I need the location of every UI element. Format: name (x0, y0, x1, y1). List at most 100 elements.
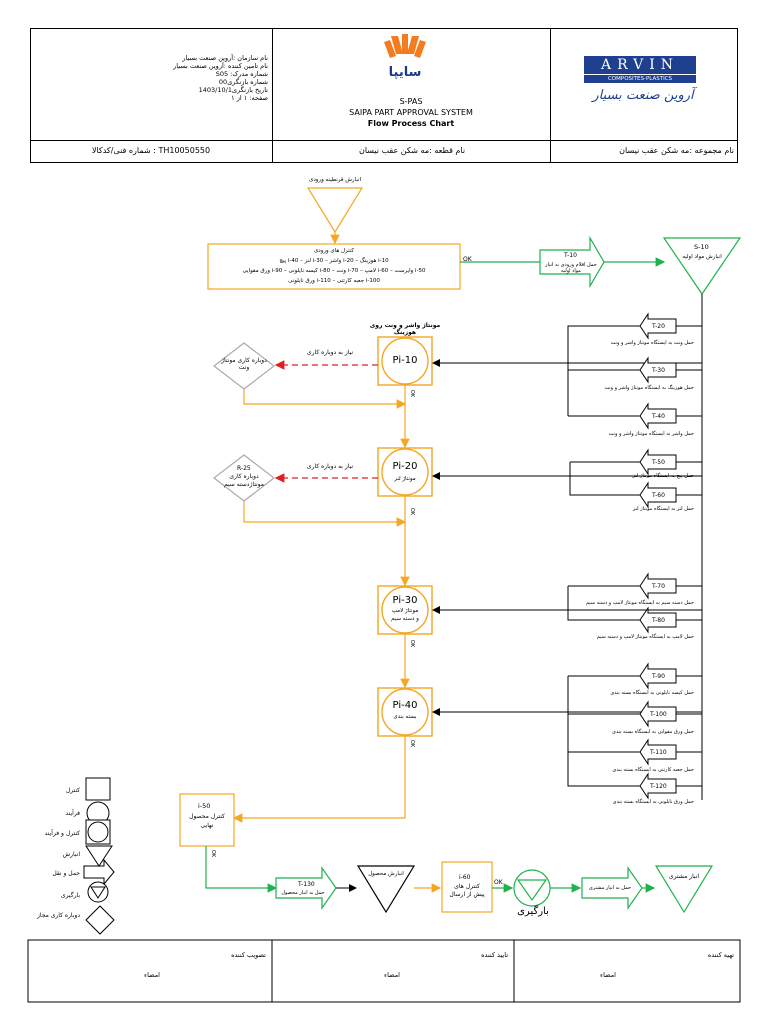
t90-code: T-90 (652, 673, 665, 680)
t30-text: حمل هوزینگ به ایستگاه مونتاژ واشر و ونت (604, 385, 694, 391)
pi30-label: Pi-30 (392, 595, 418, 606)
ok-i60: OK (494, 879, 503, 886)
ok-vertical-1: OK (409, 389, 416, 398)
shipping-label: بارگیری (517, 906, 549, 917)
header-divider-1 (30, 140, 738, 141)
t130-text: حمل به انبار محصول (281, 890, 325, 896)
t110-code: T-110 (650, 749, 667, 756)
t50-arrow-shape (639, 448, 677, 476)
t20-arrow-shape (639, 312, 677, 340)
rework1-text: دوباره کاری مونتاژ ونت (221, 357, 267, 371)
legend-arrow-icon (83, 858, 115, 886)
customer-store-triangle (654, 865, 714, 914)
store-in-triangle (306, 187, 364, 234)
s10-triangle (662, 237, 742, 296)
i60-text1: کنترل های (454, 883, 480, 890)
t20-code: T-20 (652, 323, 665, 330)
ok-vertical-5: OK (210, 849, 217, 858)
confirmer-sign: امضاء (384, 971, 400, 979)
pi40-label: Pi-40 (392, 700, 418, 711)
s10-text: انبارش مواد اولیه (682, 254, 722, 260)
legend-label: فرآیند (65, 810, 80, 817)
confirmer-label: تایید کننده (481, 951, 508, 959)
pi40-sub: بسته بندی (393, 714, 417, 720)
legend-label: بارگیری (60, 892, 80, 899)
i60-box (441, 861, 493, 913)
t70-text: حمل دسته سیم به ایستگاه مونتاژ لامپ و دس… (585, 600, 694, 606)
t120-text: حمل ورق نایلونی به ایستگاه بسته بندی (612, 799, 694, 805)
legend-square-icon (85, 777, 111, 801)
t-customer-text: حمل به انبار مشتری (588, 885, 632, 891)
t40-text: حمل واشر به ایستگاه مونتاژ واشر و ونت (608, 431, 694, 437)
legend-label: دوباره کاری مجاز (36, 912, 80, 919)
pi30-sub1: مونتاژ لامپ (391, 608, 419, 614)
t40-arrow-shape (639, 402, 677, 430)
i50-text1: کنترل محصول (189, 813, 225, 820)
pi20-sub: مونتاژ لنز (394, 476, 416, 482)
t30-code: T-30 (652, 367, 665, 374)
t100-code: T-100 (650, 711, 667, 718)
org-line: نام تامین کننده :آروین صنعت بسیار (173, 62, 268, 70)
org-info: نام سازمان :آروین صنعت بسیار نام تامین ک… (160, 54, 268, 102)
org-line: نام سازمان :آروین صنعت بسیار (182, 54, 268, 62)
i50-box (179, 793, 235, 847)
header-box (30, 28, 738, 163)
ok-vertical-3: OK (409, 639, 416, 648)
org-line: شماره بازنگری00 (218, 78, 268, 86)
legend-label: کنترل و فرآیند (44, 830, 80, 837)
footer-table (27, 939, 741, 1003)
t100-arrow-shape (639, 700, 677, 728)
preparer-sign: امضاء (600, 971, 616, 979)
ok-vertical-2: OK (409, 507, 416, 516)
t10-arrow-shape (539, 235, 605, 289)
code-label: TH10050550 : شماره فنی/کدکالا (91, 146, 211, 155)
t10-code: T-10 (564, 252, 577, 259)
org-line: تاریخ بازنگری1403/10/1 (198, 86, 268, 94)
title-spas: S-PAS (399, 97, 423, 106)
t120-code: T-120 (650, 783, 667, 790)
ok-vertical-4: OK (409, 739, 416, 748)
legend-label: انبارش (62, 851, 80, 858)
org-line: صفحه: ۱ از ۱ (231, 94, 268, 102)
i50-text2: نهایی (200, 822, 214, 829)
customer-store-text: انبار مشتری (668, 873, 700, 880)
header-divider-v1 (272, 28, 273, 163)
inspect-line: i-50 وایرست – i-60 لامپ – i-70 ونت – i-8… (242, 268, 426, 274)
ok-label: OK (463, 256, 472, 263)
t70-code: T-70 (652, 583, 665, 590)
t50-code: T-50 (652, 459, 665, 466)
legend-label: کنترل (65, 787, 80, 794)
t90-text: حمل کیسه نایلونی به ایستگاه بسته بندی (610, 690, 694, 696)
rework2-a: دوباره کاری (229, 473, 259, 480)
rework-need-2: نیاز به دوباره کاری (306, 463, 354, 470)
t130-arrow-shape (275, 866, 337, 910)
r25-code: R-25 (237, 465, 251, 472)
title-system: SAIPA PART APPROVAL SYSTEM (349, 108, 473, 117)
s10-code: S-10 (694, 243, 709, 251)
arvin-logo: ARVIN (584, 56, 696, 74)
t110-arrow-shape (639, 738, 677, 766)
inspect-line: i-100 جعبه کارتنی – i-110 ورق نایلونی (288, 278, 380, 284)
svg-text:سايپا: سايپا (389, 65, 422, 80)
t50-text: حمل پیچ به ایستگاه مونتاژ لنز (632, 473, 694, 479)
i50-code: i-50 (198, 802, 211, 810)
i60-code: i-60 (459, 874, 471, 881)
inspect-line: کنترل های ورودی (313, 248, 355, 254)
t20-text: حمل ونت به ایستگاه مونتاژ واشر و ونت (610, 340, 694, 346)
assembly-label: نام مجموعه :مه شکن عقب نیسان (619, 146, 734, 155)
product-store-triangle (356, 865, 416, 914)
preparer-label: تهیه کننده (707, 951, 734, 959)
legend-diamond-icon (85, 905, 115, 935)
part-label: نام قطعه :مه شکن عقب نیسان (358, 146, 466, 155)
org-line: شماره مدرک: S05 (215, 70, 268, 78)
rework2-b: مونتاژدسته سیم (224, 481, 264, 488)
approver-sign: امضاء (144, 971, 160, 979)
t60-code: T-60 (652, 492, 665, 499)
saipa-logo: سايپا (384, 34, 426, 80)
arvin-fa: آروین صنعت بسیار (592, 88, 694, 103)
t80-text: حمل لامپ به ایستگاه مونتاژ لامپ و دسته س… (596, 634, 694, 640)
title-chart: Flow Process Chart (367, 119, 455, 128)
inspect-line: i-10 هوزینگ – i-20 واشر – i-30 لنز – i-4… (279, 258, 389, 264)
t80-code: T-80 (652, 617, 665, 624)
